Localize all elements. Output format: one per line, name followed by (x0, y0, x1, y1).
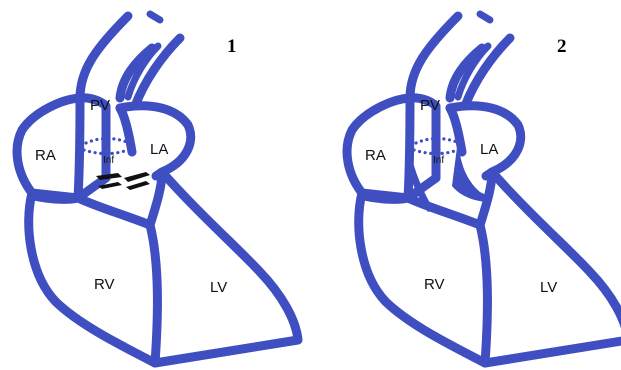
label-ra: RA (365, 147, 386, 164)
label-lv: LV (540, 279, 557, 296)
heart-diagram-2: 2 PV Inf RA LA RV LV (347, 14, 621, 363)
ascending-vessel-tip (150, 14, 160, 20)
label-inf: Inf (103, 155, 114, 166)
obstruction-bar-4 (126, 181, 150, 190)
left-ventricle-wall (480, 172, 621, 363)
label-la: LA (480, 141, 498, 158)
label-inf: Inf (433, 155, 444, 166)
outflow-septum-left (120, 108, 132, 152)
label-ra: RA (35, 147, 56, 164)
ascending-vessel-tip (480, 14, 490, 20)
label-lv: LV (210, 279, 227, 296)
label-pv: PV (90, 97, 110, 114)
label-rv: RV (94, 276, 115, 293)
outflow-septum-left (450, 108, 462, 152)
panel-number-1: 1 (227, 36, 237, 57)
obstruction-bar-2 (124, 172, 150, 182)
label-la: LA (150, 141, 168, 158)
label-rv: RV (424, 276, 445, 293)
heart-diagram-1: 1 PV Inf RA LA RV LV (17, 14, 298, 363)
label-pv: PV (420, 97, 440, 114)
left-ventricle-wall (150, 172, 298, 363)
panel-number-2: 2 (557, 36, 567, 57)
